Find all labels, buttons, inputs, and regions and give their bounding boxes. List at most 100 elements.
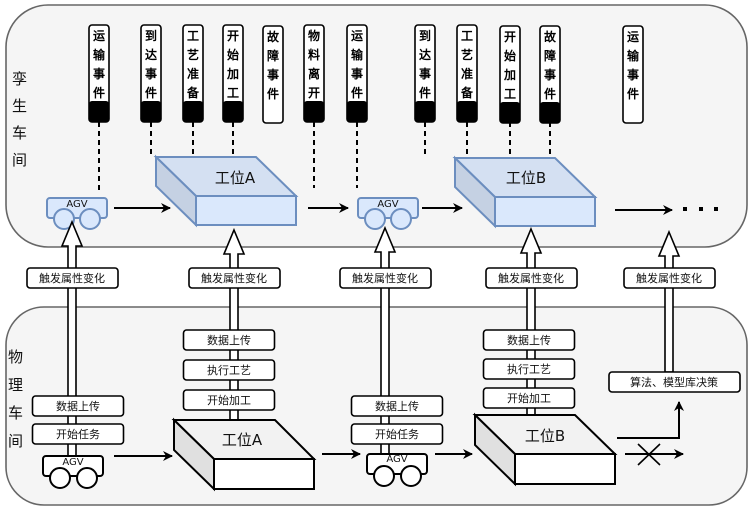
step-label: 开始加工 [507,391,551,405]
step-label: 开始任务 [375,427,419,441]
event-tag-char: 事 [145,66,157,81]
event-tag-char: 达 [145,47,157,62]
event-connectors [98,122,551,190]
step-box: 开始加工 [482,387,576,409]
event-tag-char: 备 [460,85,474,100]
station-label: 工位A [215,169,256,187]
step-box: 数据上传 [182,329,276,351]
event-tag-char: 运 [93,29,105,43]
trigger-label: 触发属性变化 [201,271,267,285]
event-tag-char: 故 [544,29,557,44]
decision-box[interactable]: 算法、模型库决策 [608,371,741,393]
trigger-label: 触发属性变化 [39,271,105,285]
event-tag-char: 工 [227,86,239,100]
event-tag-char: 事 [351,66,363,81]
event-tag[interactable]: 开始加工 [499,25,521,124]
event-tag-char: 工 [461,29,473,43]
event-active-indicator [183,101,203,122]
agv-label: AGV [377,199,398,210]
event-tag-char: 工 [187,29,199,43]
station-label: 工位B [525,427,565,445]
step-label: 开始加工 [207,393,251,407]
trigger-label-box: 触发属性变化 [188,267,281,289]
event-active-indicator [304,101,324,122]
event-tag-char: 始 [227,47,239,62]
event-tag-char: 料 [308,47,320,62]
event-tag-char: 到 [145,28,157,43]
event-tag-char: 准 [461,66,473,81]
trigger-label-box: 触发属性变化 [623,267,716,289]
event-tag-char: 备 [186,85,200,100]
event-tag-char: 输 [627,48,640,63]
step-label: 执行工艺 [507,362,551,376]
event-tag-char: 事 [93,66,105,81]
trigger-label-box: 触发属性变化 [485,267,578,289]
digital-agv-1[interactable]: AGV [46,197,108,230]
continuation-dots [683,207,718,211]
event-tag-char: 件 [351,85,363,100]
event-tag-char: 达 [419,47,431,62]
event-active-indicator [89,101,109,122]
step-box: 数据上传 [482,329,576,351]
event-tag-char: 艺 [187,47,199,62]
event-tag-char: 运 [627,30,639,44]
event-tag-char: 障 [544,48,556,63]
digital-label-char: 生 [12,97,27,115]
event-tag-char: 开 [504,30,516,44]
physical-agv-1[interactable]: AGV [42,455,104,489]
event-tag[interactable]: 开始加工 [222,24,244,123]
event-tag-char: 加 [226,66,239,81]
trigger-label: 触发属性变化 [636,271,702,285]
digital-station-a[interactable]: 工位A [153,154,299,228]
event-tag-char: 始 [504,48,516,63]
event-active-indicator [223,101,243,122]
event-tag-char: 障 [267,48,279,63]
digital-label-char: 间 [12,151,27,169]
step-box: 执行工艺 [182,359,276,381]
trigger-labels: 触发属性变化 触发属性变化 触发属性变化 触发属性变化 触发属性变化 [26,267,716,289]
physical-label-char: 物 [8,348,23,366]
event-tag-char: 件 [419,85,431,100]
physical-agv-2[interactable]: AGV [366,453,428,487]
step-label: 执行工艺 [207,363,251,377]
step-label: 数据上传 [56,399,100,413]
event-tag-char: 艺 [461,47,473,62]
step-box: 执行工艺 [482,358,576,380]
step-box: 数据上传 [31,395,125,417]
physical-station-a[interactable]: 工位A [171,417,317,492]
digital-label-char: 车 [12,124,27,142]
event-tag-char: 到 [419,28,431,43]
event-tag-char: 事 [627,67,639,82]
event-tag-char: 开 [308,86,320,100]
agv-label: AGV [386,454,407,465]
agv-label: AGV [66,199,87,210]
digital-agv-2[interactable]: AGV [357,197,419,230]
digital-station-b[interactable]: 工位B [452,155,598,229]
event-tag-char: 事 [419,66,431,81]
step-box: 开始任务 [350,423,444,445]
event-tag-char: 事 [267,67,279,82]
station-label: 工位B [506,169,546,187]
event-tag-char: 件 [627,86,639,101]
trigger-label-box: 触发属性变化 [339,267,432,289]
event-tag-char: 输 [93,47,106,62]
event-tag-char: 物 [308,28,320,43]
event-active-indicator [457,101,477,122]
step-box: 开始加工 [182,389,276,411]
physical-station-b[interactable]: 工位B [472,412,618,487]
step-box: 数据上传 [350,395,444,417]
digital-label-char: 孪 [12,70,27,88]
event-tag-char: 件 [93,85,105,100]
event-tags: 运输事件到达事件工艺准备开始加工故障事件物料离开运输事件到达事件工艺准备开始加工… [88,24,644,124]
